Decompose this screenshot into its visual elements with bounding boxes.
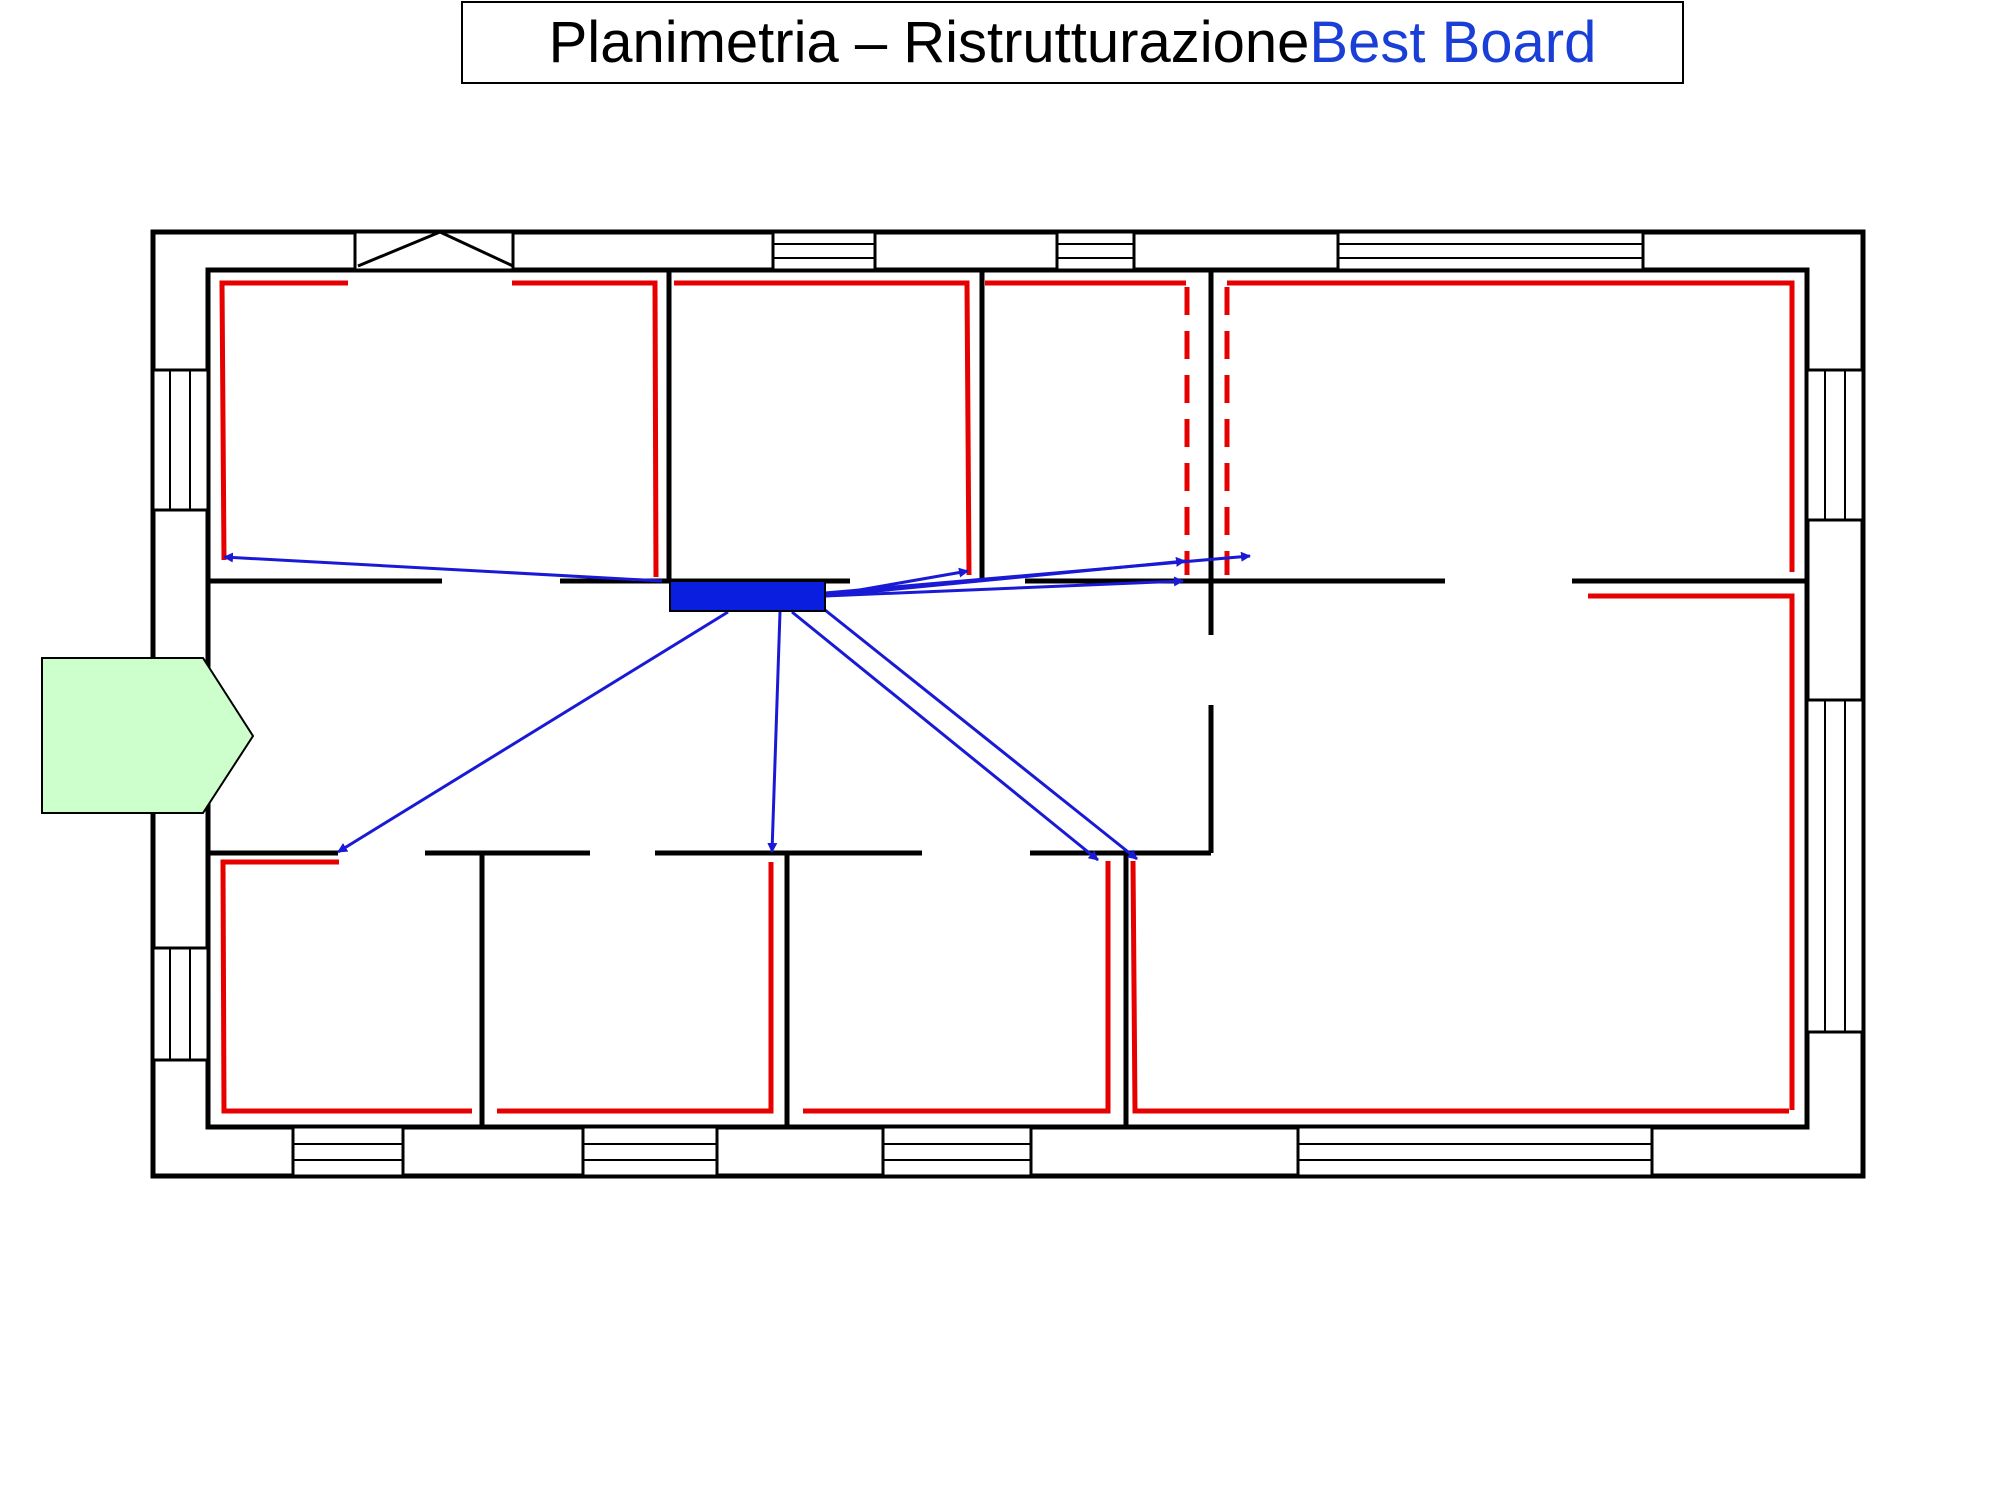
window-top-2 [771, 230, 877, 272]
window-top-4 [1336, 230, 1645, 272]
roof-triangle [357, 230, 514, 268]
window-panes [169, 243, 1846, 1161]
pentagon-arrow-icon [41, 657, 255, 814]
title-accent: Best Board [1309, 10, 1597, 75]
window-bottom-4 [1296, 1125, 1654, 1178]
interior-walls [208, 270, 1807, 1127]
distribution-box-icon [669, 580, 826, 612]
outer-wall [150, 229, 1866, 1179]
board-runs [219, 280, 1795, 1114]
title-box: Planimetria – Ristrutturazione Best Boar… [461, 1, 1684, 84]
window-top-1 [353, 230, 515, 272]
window-bottom-3 [881, 1125, 1033, 1178]
windows [151, 230, 1865, 1178]
outer-walls [150, 229, 1866, 1179]
window-bottom-2 [581, 1125, 719, 1178]
window-left-2 [151, 946, 210, 1062]
window-right-2 [1805, 698, 1865, 1034]
distribution-arrows [223, 551, 1251, 862]
window-bottom-1 [291, 1125, 405, 1178]
window-top-3 [1055, 230, 1136, 272]
inner-wall [205, 267, 1810, 1130]
window-right-1 [1805, 368, 1865, 522]
window-left-1 [151, 368, 210, 512]
title-main: Planimetria – Ristrutturazione [548, 10, 1310, 75]
